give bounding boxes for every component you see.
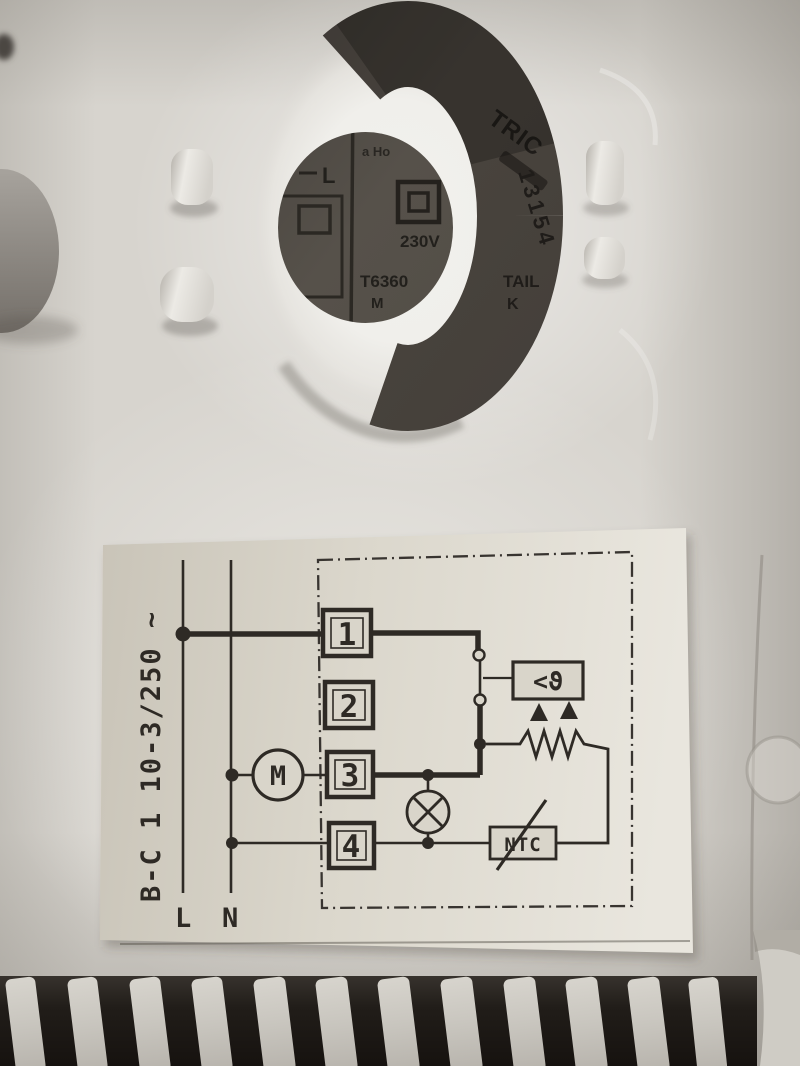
svg-text:3: 3 — [341, 758, 360, 794]
side-knob-shadow — [0, 316, 78, 344]
peg-top-right — [586, 141, 624, 205]
neutral-label: N — [222, 903, 238, 934]
motor-label: M — [270, 761, 286, 792]
case-bottom-seam — [119, 940, 691, 945]
wiring-diagram-sticker: B-C 1 10-3/250 ~ L N — [100, 528, 698, 960]
case-corner-shade — [753, 930, 800, 955]
rating-text: B-C 1 10-3/250 ~ — [136, 610, 167, 902]
thermostat-contact-label: <ϑ — [533, 667, 563, 696]
slot-shade-top — [253, 1, 563, 431]
svg-text:1: 1 — [338, 617, 357, 653]
indicator-lamp-symbol — [405, 789, 451, 835]
mounting-pegs — [160, 141, 629, 336]
label-tiny-text: a Ho — [362, 144, 390, 159]
heater-resistor-symbol — [486, 726, 610, 845]
thermostat-contact-symbol: <ϑ — [511, 660, 585, 701]
label-square-art — [297, 204, 332, 235]
svg-text:2: 2 — [340, 689, 359, 725]
peg-bottom-left — [160, 267, 214, 322]
terminal-1: 1 — [320, 607, 374, 659]
molding-swirl — [599, 67, 658, 146]
terminal-2: 2 — [322, 679, 376, 731]
vent-fins — [5, 976, 728, 1066]
label-footer-left: M — [371, 295, 384, 312]
sticker-paper — [100, 528, 693, 953]
label-model-left: T6360 — [360, 272, 408, 291]
molding-swirl — [618, 328, 659, 441]
terminal-3: 3 — [324, 749, 376, 800]
svg-text:4: 4 — [342, 829, 361, 865]
side-knob — [0, 169, 59, 333]
label-model-right: TAIL — [503, 272, 540, 291]
label-footer-right: K — [507, 296, 519, 313]
motor-symbol: M — [251, 748, 305, 802]
enclosure-boundary — [316, 550, 634, 910]
ntc-label: NTC — [504, 834, 541, 856]
case-bump — [745, 735, 800, 805]
label-voltage: 230V — [400, 232, 440, 251]
case-corner — [753, 930, 800, 1066]
corner-smudge — [0, 34, 14, 60]
peg-bottom-right — [584, 237, 625, 279]
inner-rating-label: L a Ho 230V T6360 TAIL M K TRIC 13154 — [190, 0, 630, 500]
label-illegible-text — [499, 151, 548, 191]
terminal-blocks: 1 2 3 4 — [320, 607, 377, 871]
wire-1-to-switch — [371, 630, 481, 650]
vent-grille — [0, 930, 800, 1066]
label-terminal-box-art — [272, 194, 344, 299]
junction-dots — [175, 626, 486, 849]
slot-shade — [253, 1, 563, 431]
peg-top-left — [171, 149, 213, 205]
double-insulation-icon — [395, 179, 442, 225]
terminal-4: 4 — [326, 820, 377, 871]
switch-contacts — [472, 648, 487, 707]
ntc-thermistor-symbol: NTC — [488, 799, 558, 871]
live-label: L — [175, 903, 191, 934]
ntc-slash — [495, 799, 548, 871]
thermal-feedback-arrows — [530, 701, 578, 721]
label-terminal-letter: L — [322, 163, 335, 188]
label-divider-line — [349, 95, 355, 337]
